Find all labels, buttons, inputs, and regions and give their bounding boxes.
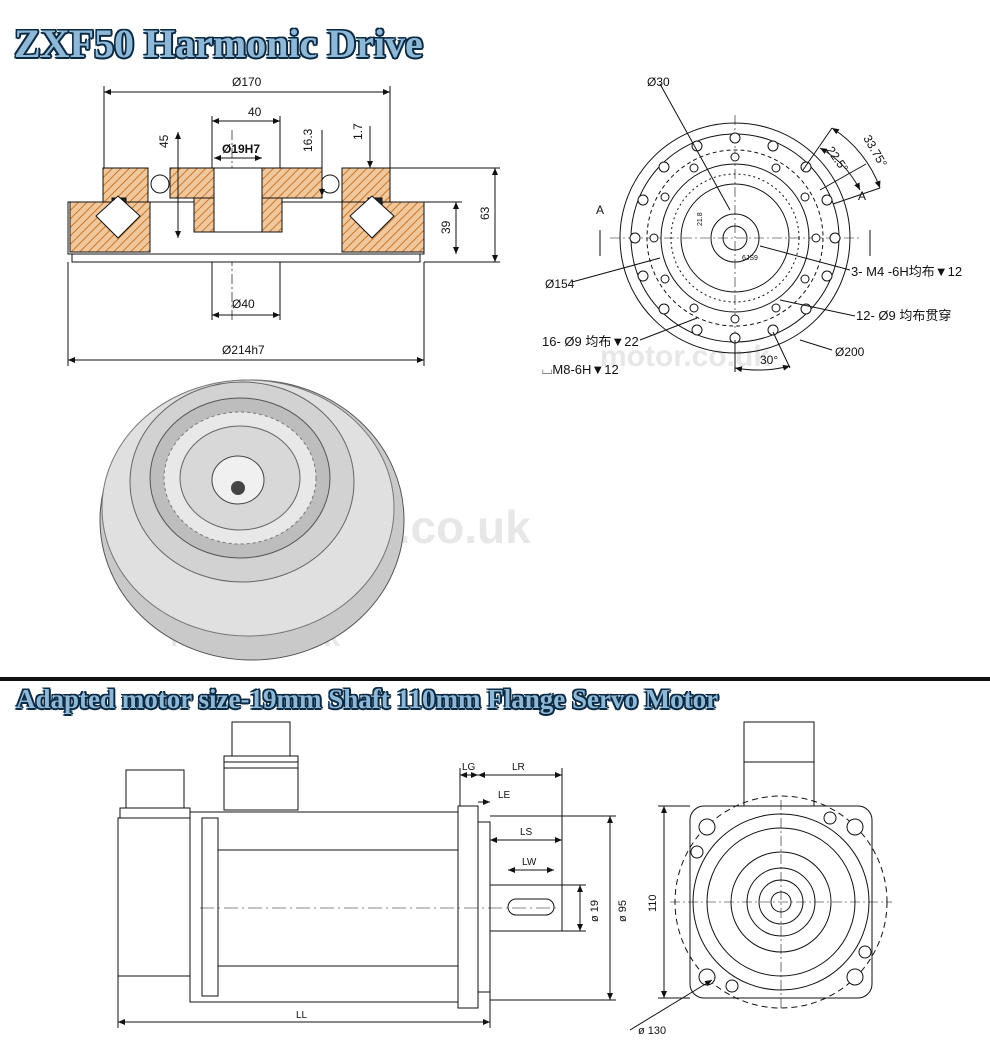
dim-d19h7: Ø19H7: [222, 142, 260, 156]
dim-h16-3: 16.3: [301, 128, 315, 152]
dim-d200: Ø200: [835, 345, 865, 359]
dim-key6: 6JS9: [742, 255, 758, 262]
dim-lr: LR: [512, 762, 525, 773]
harmonic-front-dims: Ø30 33.75° 22.5° A A Ø154 3- M4 -6H均布▼12…: [542, 75, 962, 377]
motor-title: Adapted motor size-19mm Shaft 110mm Flan…: [16, 684, 719, 714]
dim-ang30: 30°: [760, 353, 778, 367]
motor-front-dims: 110 ø 130: [638, 894, 666, 1037]
section-a-left: A: [596, 203, 604, 217]
dim-key21: 21.8: [697, 212, 704, 226]
motor-side-dims: LG LR LE LS LW ø 19 ø 95 LL: [296, 762, 629, 1021]
dim-h63: 63: [478, 206, 492, 220]
harmonic-section-dims: Ø170 40 45 Ø19H7 16.3 1.7 63 39 Ø40 Ø214…: [157, 75, 492, 357]
dim-h110: 110: [647, 894, 659, 912]
dim-d40: Ø40: [232, 297, 255, 311]
harmonic-section-view: [67, 86, 500, 366]
dim-ls: LS: [520, 827, 533, 838]
dim-w40: 40: [248, 105, 262, 119]
dim-lw: LW: [522, 857, 537, 868]
harmonic-drive-title: ZXF50 Harmonic Drive: [14, 21, 423, 66]
dim-d170: Ø170: [232, 75, 262, 89]
dim-h45: 45: [157, 134, 171, 148]
m8-thread-note: ⌴M8-6H▼12: [542, 362, 619, 377]
dim-le: LE: [498, 790, 511, 801]
hole12-note: 12- Ø9 均布贯穿: [856, 308, 951, 323]
harmonic-front-view: [571, 83, 881, 373]
section-divider: [0, 677, 990, 681]
section-a-right: A: [858, 189, 866, 203]
dim-ll: LL: [296, 1010, 308, 1021]
dim-d19: ø 19: [589, 900, 601, 922]
dim-h1-7: 1.7: [351, 123, 365, 140]
dim-h39: 39: [439, 220, 453, 234]
dim-d130: ø 130: [638, 1025, 666, 1037]
dim-d95: ø 95: [617, 900, 629, 922]
hole16-note: 16- Ø9 均布▼22: [542, 334, 639, 349]
harmonic-render: [99, 379, 405, 661]
dim-d30: Ø30: [647, 75, 670, 89]
dim-d154: Ø154: [545, 277, 575, 291]
m4-thread-note: 3- M4 -6H均布▼12: [851, 264, 962, 279]
motor-side-view: [117, 721, 616, 1028]
motor-front-view: [629, 721, 892, 1031]
dim-lg: LG: [462, 762, 476, 773]
dim-d214h7: Ø214h7: [222, 343, 265, 357]
